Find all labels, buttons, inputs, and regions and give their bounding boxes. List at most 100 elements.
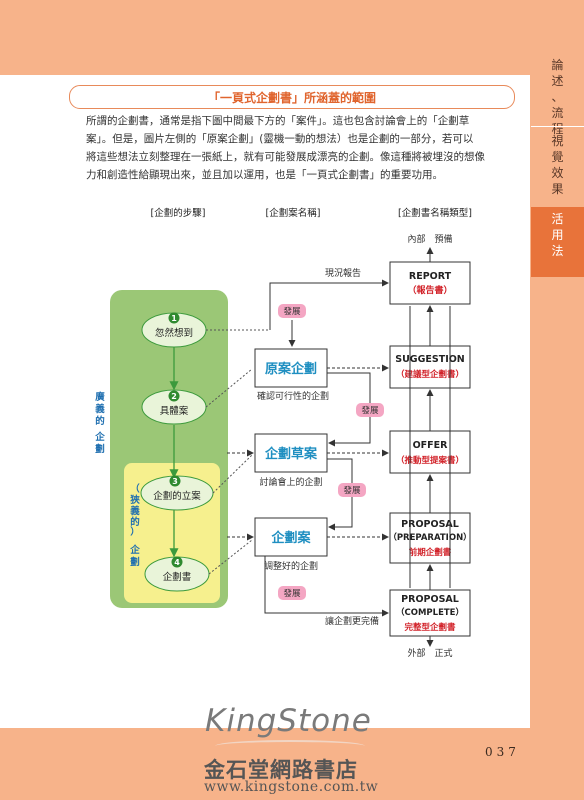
svg-text:企: 企 bbox=[94, 431, 105, 443]
develop-tag: 發展 bbox=[356, 403, 384, 417]
step-to-plan-dotted bbox=[205, 368, 253, 408]
plan-name: 原案企劃 bbox=[265, 361, 317, 377]
doc-proposal-preparation: PROPOSAL （PREPARATION） 前期企劃書 bbox=[388, 512, 472, 564]
svg-text:狹: 狹 bbox=[129, 494, 140, 506]
step-label: 企劃書 bbox=[163, 571, 192, 583]
section-title: 「一頁式企劃書」所涵蓋的範圍 bbox=[207, 91, 376, 105]
side-divider bbox=[531, 126, 584, 127]
svg-text:廣: 廣 bbox=[94, 391, 105, 403]
section-title-pill: 「一頁式企劃書」所涵蓋的範圍 bbox=[69, 85, 515, 109]
side-tab-discussion[interactable]: 論 述 、 流 程 bbox=[531, 57, 584, 136]
plan-caption: 確認可行性的企劃 bbox=[257, 390, 329, 402]
svg-text:SUGGESTION: SUGGESTION bbox=[395, 354, 465, 365]
step-label: 具體案 bbox=[160, 405, 189, 417]
step-2: 2 具體案 bbox=[141, 389, 207, 425]
step-3: 3 企劃的立案 bbox=[140, 475, 214, 511]
side-tab-char: 效 bbox=[551, 166, 564, 180]
plan-name: 企劃草案 bbox=[264, 446, 318, 462]
kingstone-logo: KingStone bbox=[205, 703, 372, 739]
svg-text:的: 的 bbox=[95, 415, 105, 427]
step-4: 4 企劃書 bbox=[144, 556, 210, 592]
plan-final: 企劃案 調整好的企劃 bbox=[254, 517, 328, 572]
paragraph-line: 案」。但是，圖片左側的「原案企劃」(靈機一動的想法）也是企劃的一部分，若可以 bbox=[86, 133, 474, 145]
svg-text:發展: 發展 bbox=[283, 589, 301, 599]
plan-caption: 討論會上的企劃 bbox=[259, 476, 322, 488]
doc-report: REPORT （報告書） bbox=[389, 261, 471, 305]
side-tab-char: 、 bbox=[551, 90, 564, 104]
col-header-plans: [企劃案名稱] bbox=[266, 207, 321, 219]
step-1: 1 忽然想到 bbox=[141, 312, 207, 348]
develop-tag: 發展 bbox=[338, 483, 366, 497]
plan-draft: 企劃草案 討論會上的企劃 bbox=[254, 433, 328, 488]
svg-text:完整型企劃書: 完整型企劃書 bbox=[404, 622, 456, 633]
narrow-planning-label: （ 狹 義 的 ） 企 劃 bbox=[129, 483, 140, 568]
side-tab-char: 論 bbox=[551, 58, 564, 72]
svg-text:（COMPLETE）: （COMPLETE） bbox=[396, 607, 464, 618]
side-tab-char: 視 bbox=[551, 134, 564, 148]
page-number: 037 bbox=[485, 745, 520, 759]
kingstone-url[interactable]: www.kingstone.com.tw bbox=[204, 779, 379, 795]
step-to-plan-dotted bbox=[208, 539, 253, 575]
side-nav bbox=[530, 55, 584, 800]
svg-text:（推動型提案書）: （推動型提案書） bbox=[396, 455, 464, 466]
svg-text:PROPOSAL: PROPOSAL bbox=[401, 519, 459, 530]
svg-text:義: 義 bbox=[130, 505, 140, 517]
side-tab-char: 述 bbox=[551, 74, 564, 88]
svg-text:企: 企 bbox=[129, 544, 140, 556]
svg-text:劃: 劃 bbox=[95, 443, 105, 455]
svg-text:PROPOSAL: PROPOSAL bbox=[401, 594, 459, 605]
svg-text:（PREPARATION）: （PREPARATION） bbox=[388, 532, 471, 543]
col-header-doc-types: [企劃書名稱類型] bbox=[398, 207, 472, 219]
develop-tag: 發展 bbox=[278, 304, 306, 318]
doc-offer: OFFER （推動型提案書） bbox=[389, 430, 471, 474]
broad-planning-label: 廣 義 的 企 劃 bbox=[94, 391, 105, 455]
side-tab-char: 用 bbox=[551, 228, 564, 242]
plan-name: 企劃案 bbox=[270, 530, 311, 546]
step-number: 1 bbox=[171, 314, 177, 323]
svg-text:劃: 劃 bbox=[130, 556, 140, 568]
svg-text:的: 的 bbox=[130, 516, 140, 528]
doc-suggestion: SUGGESTION （建議型企劃書） bbox=[389, 345, 471, 389]
step-to-plan-dotted bbox=[212, 454, 253, 494]
svg-text:前期企劃書: 前期企劃書 bbox=[409, 547, 452, 558]
side-tab-visual[interactable]: 視 覺 效 果 bbox=[531, 133, 584, 203]
side-tab-char: 法 bbox=[551, 244, 564, 258]
plan-original: 原案企劃 確認可行性的企劃 bbox=[254, 348, 329, 402]
side-tab-char: 流 bbox=[551, 106, 564, 120]
svg-text:發展: 發展 bbox=[343, 486, 361, 496]
svg-text:OFFER: OFFER bbox=[413, 440, 449, 451]
svg-text:REPORT: REPORT bbox=[409, 271, 452, 282]
plan-caption: 調整好的企劃 bbox=[264, 560, 318, 572]
step-label: 忽然想到 bbox=[155, 327, 193, 339]
side-tab-char: 果 bbox=[551, 182, 564, 196]
side-tab-char: 活 bbox=[551, 212, 564, 226]
logo-swoosh bbox=[215, 740, 365, 752]
svg-text:（建議型企劃書）: （建議型企劃書） bbox=[396, 369, 464, 380]
report-path bbox=[269, 279, 389, 330]
svg-text:）: ） bbox=[130, 526, 140, 538]
svg-text:義: 義 bbox=[95, 403, 105, 415]
side-tab-application[interactable]: 活 用 法 bbox=[531, 207, 584, 277]
bottom-note: 外部 正式 bbox=[407, 647, 452, 659]
doc-proposal-complete: PROPOSAL （COMPLETE） 完整型企劃書 bbox=[389, 589, 471, 637]
svg-text:（: （ bbox=[130, 483, 140, 495]
col-header-steps: [企劃的步驟] bbox=[151, 207, 206, 219]
side-tab-char: 覺 bbox=[551, 150, 564, 164]
develop-tag: 發展 bbox=[278, 586, 306, 600]
svg-text:（報告書）: （報告書） bbox=[407, 284, 452, 296]
top-note: 內部 預備 bbox=[407, 233, 452, 245]
perfect-note: 讓企劃更完備 bbox=[325, 615, 379, 627]
top-band bbox=[0, 0, 584, 75]
side-tab-char: 程 bbox=[551, 122, 564, 136]
report-note: 現況報告 bbox=[325, 267, 361, 279]
paragraph-line: 力和創造性給顯現出來，並且加以運用，也是「一頁式企劃書」的重要功用。 bbox=[86, 169, 443, 181]
step-label: 企劃的立案 bbox=[153, 490, 201, 502]
step-number: 3 bbox=[172, 477, 178, 486]
perfect-path bbox=[264, 556, 389, 617]
step-number: 4 bbox=[174, 558, 180, 567]
paragraph-line: 將這些想法立刻整理在一張紙上，就有可能發展成漂亮的企劃。像這種將被埋沒的想像 bbox=[86, 151, 485, 163]
svg-text:發展: 發展 bbox=[361, 406, 379, 416]
svg-text:發展: 發展 bbox=[283, 307, 301, 317]
kingstone-cn-name: 金石堂網路書店 bbox=[204, 757, 358, 782]
